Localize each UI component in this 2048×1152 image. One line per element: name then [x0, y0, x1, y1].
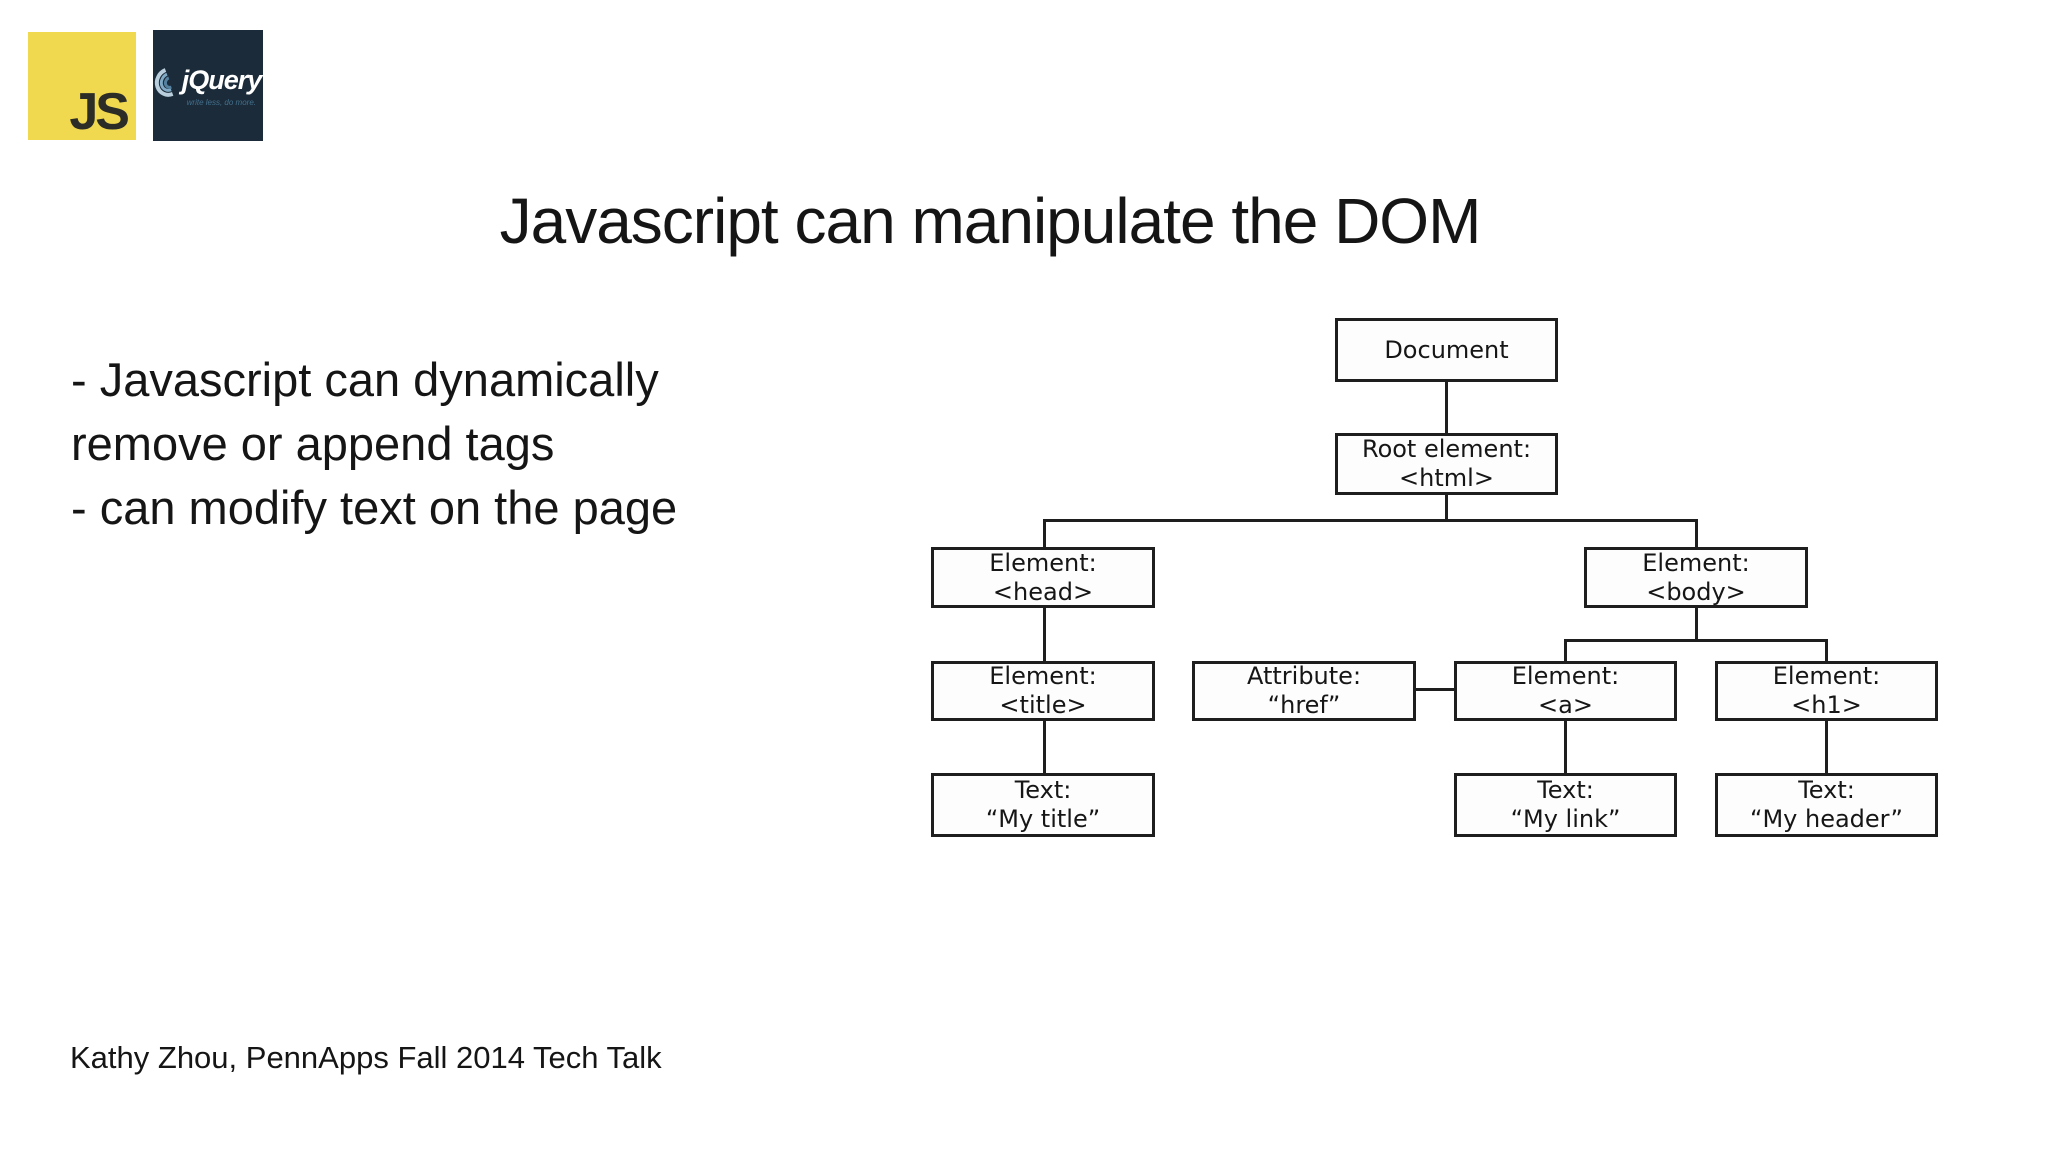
- node-text-my-link: Text: “My link”: [1454, 773, 1677, 837]
- connector-a-text: [1564, 721, 1567, 773]
- connector-head-title: [1043, 608, 1046, 661]
- connector-title-text: [1043, 721, 1046, 773]
- bullet-list: - Javascript can dynamically remove or a…: [71, 348, 677, 540]
- node-label: Element:: [989, 662, 1097, 690]
- node-root-element-html: Root element: <html>: [1335, 433, 1558, 495]
- node-label: Text:: [1798, 776, 1855, 804]
- attribution-text: Kathy Zhou, PennApps Fall 2014 Tech Talk: [70, 1040, 662, 1075]
- node-sublabel: <body>: [1646, 577, 1746, 606]
- node-element-title: Element: <title>: [931, 661, 1155, 721]
- node-label: Element:: [989, 548, 1097, 577]
- node-attribute-href: Attribute: “href”: [1192, 661, 1416, 721]
- connector-branch1-head: [1043, 519, 1046, 547]
- connector-branch2-h1: [1825, 639, 1828, 661]
- node-label: Element:: [1772, 662, 1881, 690]
- jquery-logo: jQuery write less, do more.: [149, 30, 263, 141]
- javascript-logo: JS: [28, 32, 136, 140]
- bullet-line-2: remove or append tags: [71, 417, 555, 470]
- node-label: Element:: [1511, 662, 1620, 690]
- node-text-my-header: Text: “My header”: [1715, 773, 1938, 837]
- node-sublabel: <head>: [992, 577, 1094, 606]
- node-label: Root element:: [1361, 435, 1532, 463]
- connector-branch1-body: [1695, 519, 1698, 547]
- node-sublabel: “My header”: [1750, 805, 1903, 833]
- node-label: Element:: [1642, 548, 1750, 577]
- jquery-logo-row: jQuery: [149, 62, 263, 102]
- node-label: Text:: [1014, 776, 1072, 804]
- connector-root-branch: [1445, 495, 1448, 522]
- connector-h1-text: [1825, 721, 1828, 773]
- jquery-swirl-icon: [149, 62, 188, 102]
- connector-branch2-a: [1564, 639, 1567, 661]
- jquery-logo-text: jQuery: [181, 64, 263, 95]
- jquery-tagline: write less, do more.: [186, 97, 256, 107]
- connector-branch1-horizontal: [1043, 519, 1698, 522]
- node-label: Attribute:: [1246, 662, 1362, 690]
- connector-attribute-a: [1416, 688, 1454, 691]
- node-label: Document: [1384, 335, 1509, 364]
- node-text-my-title: Text: “My title”: [931, 773, 1155, 837]
- node-element-head: Element: <head>: [931, 547, 1155, 608]
- connector-document-root: [1445, 382, 1448, 433]
- node-document: Document: [1335, 318, 1558, 382]
- node-element-body: Element: <body>: [1584, 547, 1808, 608]
- node-sublabel: “My link”: [1510, 805, 1621, 833]
- node-sublabel: <title>: [999, 691, 1087, 719]
- connector-branch2-horizontal: [1564, 639, 1828, 642]
- slide-title: Javascript can manipulate the DOM: [499, 185, 1482, 257]
- node-sublabel: <h1>: [1791, 691, 1862, 719]
- node-sublabel: “My title”: [985, 805, 1101, 833]
- node-sublabel: <html>: [1399, 464, 1494, 492]
- node-sublabel: <a>: [1538, 691, 1593, 719]
- bullet-line-3: - can modify text on the page: [71, 481, 678, 534]
- node-element-h1: Element: <h1>: [1715, 661, 1938, 721]
- node-sublabel: “href”: [1267, 691, 1341, 719]
- bullet-line-1: - Javascript can dynamically: [71, 353, 659, 406]
- node-element-a: Element: <a>: [1454, 661, 1677, 721]
- javascript-logo-text: JS: [69, 83, 130, 141]
- node-label: Text:: [1537, 776, 1594, 804]
- connector-body-branch2: [1695, 608, 1698, 642]
